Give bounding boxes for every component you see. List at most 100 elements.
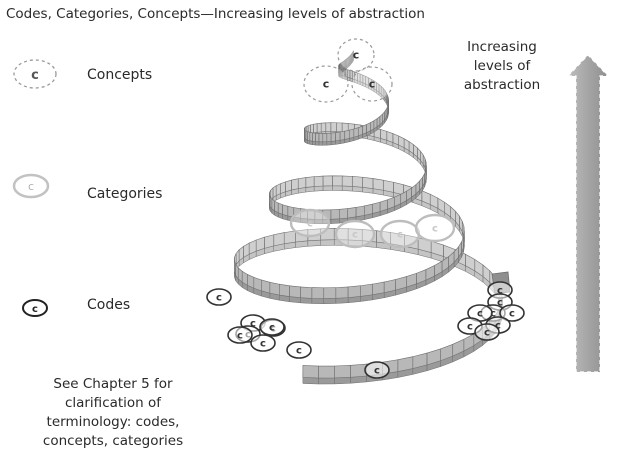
spiral-band-segment	[370, 121, 374, 131]
spiral-band-segment	[340, 131, 345, 140]
category-marker: c	[291, 210, 329, 236]
spiral-band-segment	[316, 133, 319, 142]
spiral-band-segment	[348, 70, 350, 78]
spiral-band-segment	[290, 286, 301, 298]
spiral-band-segment	[373, 179, 383, 191]
code-marker-glyph: c	[509, 309, 515, 320]
spiral-band-segment	[364, 204, 372, 215]
category-marker-glyph: c	[397, 230, 403, 241]
spiral-band-segment	[377, 116, 380, 126]
spiral-band-segment	[363, 124, 367, 134]
spiral-band-segment	[383, 180, 393, 192]
spiral-band-segment	[348, 207, 356, 218]
spiral-band-segment	[272, 199, 275, 211]
spiral-band-segment	[367, 123, 371, 133]
spiral-band-segment	[350, 70, 352, 78]
spiral-band-segment	[264, 235, 273, 249]
spiral-band-segment	[351, 364, 367, 377]
spiral-band-segment	[274, 233, 284, 246]
spiral-band-segment	[261, 280, 270, 293]
spiral-band-segment	[276, 184, 280, 196]
spiral-band-segment	[285, 180, 291, 192]
spiral-band-segment	[372, 282, 384, 295]
spiral-band-segment	[312, 133, 315, 142]
spiral-band-segment	[336, 132, 341, 141]
abstraction-arrow-icon	[568, 55, 608, 372]
spiral-band-segment	[384, 280, 395, 293]
spiral-band-segment	[300, 287, 311, 298]
code-marker: c	[251, 335, 275, 351]
code-marker-glyph: c	[477, 309, 483, 320]
spiral-band-segment	[313, 124, 317, 133]
category-marker-glyph: c	[432, 224, 438, 235]
spiral-band-segment	[332, 176, 342, 186]
spiral-band-segment	[374, 119, 377, 129]
code-marker-glyph: c	[260, 339, 266, 350]
spiral-band-segment	[336, 287, 348, 298]
spiral-band-segment	[291, 179, 298, 190]
category-marker: c	[416, 215, 454, 241]
spiral-band-segment	[279, 284, 289, 296]
spiral-band-segment	[334, 365, 350, 378]
spiral-band-segment	[336, 123, 342, 132]
spiral-band-segment	[349, 129, 354, 138]
spiral-band-segment	[321, 123, 326, 132]
code-marker: c	[365, 362, 389, 378]
code-marker-glyph: c	[484, 328, 490, 339]
spiral-band-segment	[331, 123, 336, 132]
spiral-band-segment	[382, 112, 384, 122]
spiral-band-segment	[331, 133, 335, 142]
spiral-band-segment	[342, 176, 352, 187]
category-marker: c	[336, 221, 374, 247]
spiral-band-segment	[298, 178, 306, 189]
spiral-band-segment	[324, 288, 336, 299]
spiral-band-segment	[356, 206, 364, 217]
spiral-band-segment	[360, 284, 372, 296]
category-marker: c	[381, 221, 419, 247]
spiral-band-segment	[319, 133, 323, 141]
spiral-band-segment	[323, 176, 332, 186]
code-marker-glyph: c	[467, 322, 473, 333]
spiral-band-segment	[308, 132, 310, 141]
spiral-band-segment	[380, 200, 387, 212]
spiral-band-segment	[283, 205, 288, 216]
spiral-band-segment	[327, 133, 331, 142]
code-marker: c	[287, 342, 311, 358]
spiral-band-segment	[314, 176, 323, 187]
concept-marker: c	[338, 39, 374, 71]
spiral-band-segment	[348, 286, 360, 298]
code-marker-glyph: c	[296, 346, 302, 357]
spiral-band-segment	[303, 365, 319, 378]
spiral-band-segment	[380, 129, 386, 140]
spiral-band-segment	[254, 277, 262, 291]
spiral-band-segment	[380, 114, 382, 124]
spiral-band-segment	[270, 282, 279, 295]
spiral-band-segment	[280, 182, 285, 194]
spiral-band-segment	[387, 131, 393, 142]
concept-marker: c	[304, 66, 348, 102]
category-marker-glyph: c	[307, 219, 313, 230]
spiral-band-segment	[358, 126, 362, 136]
spiral-band-segment	[372, 202, 380, 213]
code-marker-glyph: c	[269, 323, 275, 334]
spiral-band-segment	[275, 201, 279, 213]
spiral-band-segment	[323, 133, 327, 141]
spiral-band-segment	[354, 128, 358, 138]
category-marker-glyph: c	[352, 230, 358, 241]
spiral-band-segment	[273, 186, 276, 198]
spiral-band-segment	[256, 237, 264, 251]
spiral-band-segment	[318, 366, 334, 378]
spiral-band-segment	[278, 203, 282, 214]
spiral-band-segment	[363, 177, 373, 188]
spiral-band-segment	[352, 176, 362, 187]
spiral-band-segment	[284, 231, 295, 244]
spiral-band-segment	[310, 132, 313, 141]
spiral-band-segment	[312, 288, 324, 299]
code-marker-glyph: c	[374, 366, 380, 377]
spiral-band-segment	[393, 182, 403, 195]
spiral-band-segment	[326, 123, 331, 132]
code-marker-glyph: c	[216, 293, 222, 304]
concept-marker: c	[352, 67, 392, 101]
concept-marker-glyph: c	[369, 78, 376, 91]
